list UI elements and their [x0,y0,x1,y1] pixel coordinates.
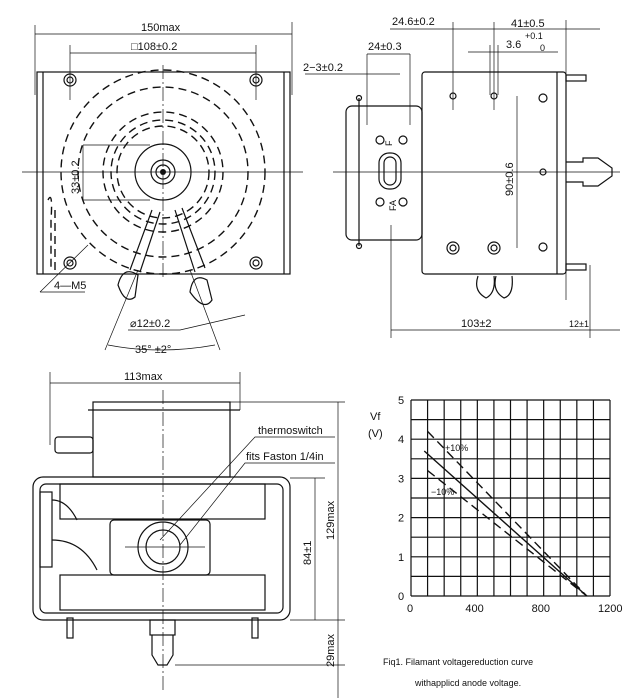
dim-3-6: 3.6 [506,39,521,51]
caption-line-2: withapplicd anode voltage. [414,678,521,688]
front-view: 150max □108±0.2 [22,22,303,356]
top-cap [92,401,231,478]
y-tick-label: 1 [398,552,404,564]
dim-width-113: 113max [124,371,163,383]
x-tick-label: 0 [407,603,413,615]
label-f: F [384,140,394,146]
caption-line-1: Fiq1. Filamant voltagereduction curve [383,657,533,667]
dim-84: 84±1 [302,541,314,565]
x-tick-label: 400 [465,603,483,615]
series-line-nominal [423,450,588,597]
y-tick-label: 3 [398,473,404,485]
dim-mount-4m5: 4—M5 [54,280,86,292]
stud-top [565,74,587,82]
dim-offset-33: 33±0.2 [70,160,82,194]
y-tick-label: 5 [398,395,404,407]
antenna-leads [104,207,221,351]
filter-box [345,105,423,241]
dim-width-150: 150max [141,22,181,34]
chart-grid [410,399,611,597]
filament-voltage-chart: 0 400 800 1200 0 1 2 3 4 5 Vf (V) +10% −10% Fiq1.… [368,395,622,688]
label-faston: fits Faston 1/4in [246,451,324,463]
label-fa: FA [388,200,398,211]
chart-series [423,430,588,597]
dim-hole-spacing: □108±0.2 [131,41,177,53]
dim-24: 24±0.3 [368,41,402,53]
dim-angle: 35° ±2° [135,344,171,356]
x-tick-label: 800 [532,603,550,615]
dim-3-6-tol-minus: 0 [540,43,545,53]
dim-103: 103±2 [461,318,492,330]
stud-bottom [565,263,587,271]
terminal-block [39,491,53,568]
y-tick-label: 2 [398,513,404,525]
y-axis-label-unit: (V) [368,428,383,440]
bottom-antenna [151,635,174,666]
annotation-plus10: +10% [445,443,468,453]
dim-29: 29max [325,633,337,667]
annotation-minus10: −10% [431,487,454,497]
frame-outline [32,476,291,621]
dim-3-6-tol-plus: +0.1 [525,31,543,41]
filament-terminal [378,152,402,190]
dim-41: 41±0.5 [511,18,545,30]
dim-12: 12±1 [569,319,589,329]
dim-129: 129max [325,500,337,540]
dim-24-6: 24.6±0.2 [392,16,435,28]
dim-antenna-diameter: ⌀12±0.2 [130,318,170,330]
terminal-tab [54,436,94,454]
x-tick-label: 1200 [598,603,622,615]
series-line-10 [427,430,588,597]
y-tick-label: 0 [398,591,404,603]
y-axis-label-vf: Vf [370,411,381,423]
chart-ticks: 0 400 800 1200 0 1 2 3 4 5 [398,395,622,615]
cathode-circle [134,143,192,201]
side-antenna [566,157,613,187]
y-tick-label: 4 [398,434,404,446]
side-holes [446,92,548,255]
series-line-10 [427,470,588,597]
bottom-view: 113max thermoswitch fits Faston 1/4in 12… [32,371,345,698]
dim-2-3: 2−3±0.2 [303,62,343,74]
label-thermoswitch: thermoswitch [258,425,323,437]
magnet [109,519,211,576]
dim-90: 90±0.6 [504,162,516,196]
side-view: F FA 24.6±0.2 41±0.5 3.6 +0.1 0 24±0.3 2… [303,16,620,338]
mount-holes [63,73,263,270]
